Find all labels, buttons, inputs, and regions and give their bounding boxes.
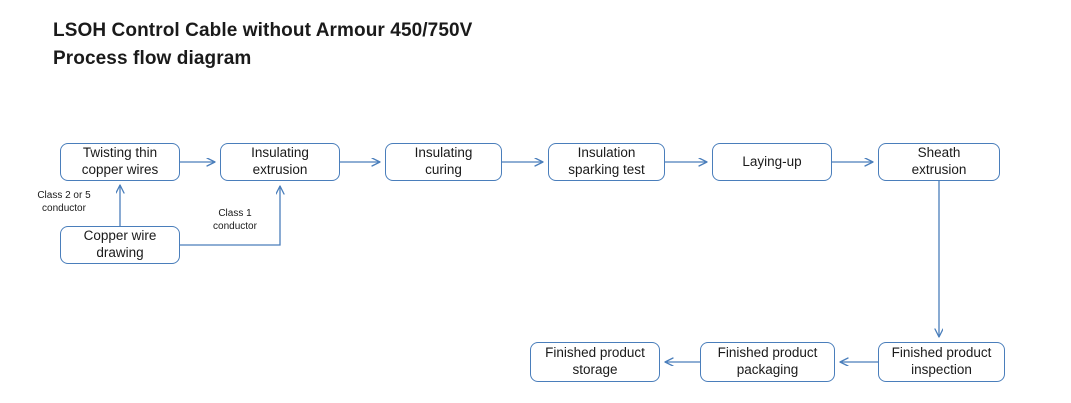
node-laying-up[interactable]: Laying-up	[712, 143, 832, 181]
edge-label-class-2-or-5-conductor: Class 2 or 5 conductor	[37, 190, 91, 214]
node-finished-product-packaging[interactable]: Finished product packaging	[700, 342, 835, 382]
page-title: LSOH Control Cable without Armour 450/75…	[53, 20, 473, 69]
node-insulation-sparking-test[interactable]: Insulation sparking test	[548, 143, 665, 181]
node-finished-product-storage[interactable]: Finished product storage	[530, 342, 660, 382]
edge-label-class-1-conductor: Class 1 conductor	[213, 208, 257, 232]
node-twisting[interactable]: Twisting thin copper wires	[60, 143, 180, 181]
node-copper-wire-drawing[interactable]: Copper wire drawing	[60, 226, 180, 264]
node-insulating-curing[interactable]: Insulating curing	[385, 143, 502, 181]
node-sheath-extrusion[interactable]: Sheath extrusion	[878, 143, 1000, 181]
node-insulating-extrusion[interactable]: Insulating extrusion	[220, 143, 340, 181]
node-finished-product-inspection[interactable]: Finished product inspection	[878, 342, 1005, 382]
